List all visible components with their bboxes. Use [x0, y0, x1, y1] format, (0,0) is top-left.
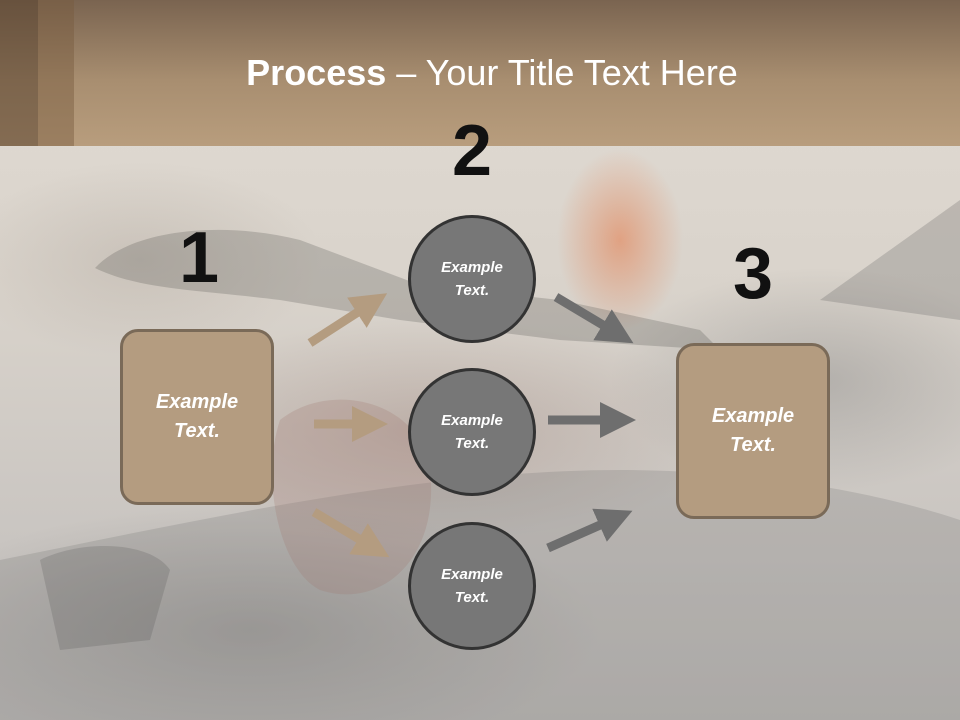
step-2-circle-text: Example Text. — [441, 566, 503, 606]
step-2-circle-middle: Example Text. — [408, 368, 536, 496]
title-rest: – Your Title Text Here — [386, 52, 738, 93]
step-1-text: Example Text. — [155, 391, 239, 442]
arrow-2-to-3-bottom — [546, 508, 633, 553]
step-2-circle-top: Example Text. — [408, 215, 536, 343]
step-number-2: 2 — [451, 111, 493, 191]
step-2-circle-text: Example Text. — [441, 259, 503, 299]
arrow-1-to-2-bottom — [311, 508, 390, 558]
arrow-2-to-3-top — [553, 293, 634, 344]
step-1-box: Example Text. — [120, 329, 274, 505]
header-accent-stripe — [38, 0, 74, 146]
title-bar — [0, 0, 960, 146]
title-bold: Process — [246, 52, 387, 93]
step-2-circle-text: Example Text. — [441, 412, 503, 452]
step-number-1: 1 — [178, 218, 220, 298]
arrow-1-to-2-top — [307, 293, 388, 347]
slide-title: Process – Your Title Text Here — [0, 52, 960, 94]
header-accent-stripe — [0, 0, 38, 146]
step-3-box: Example Text. — [676, 343, 830, 519]
step-2-circle-bottom: Example Text. — [408, 522, 536, 650]
step-3-text: Example Text. — [711, 405, 795, 456]
step-number-3: 3 — [732, 234, 774, 314]
